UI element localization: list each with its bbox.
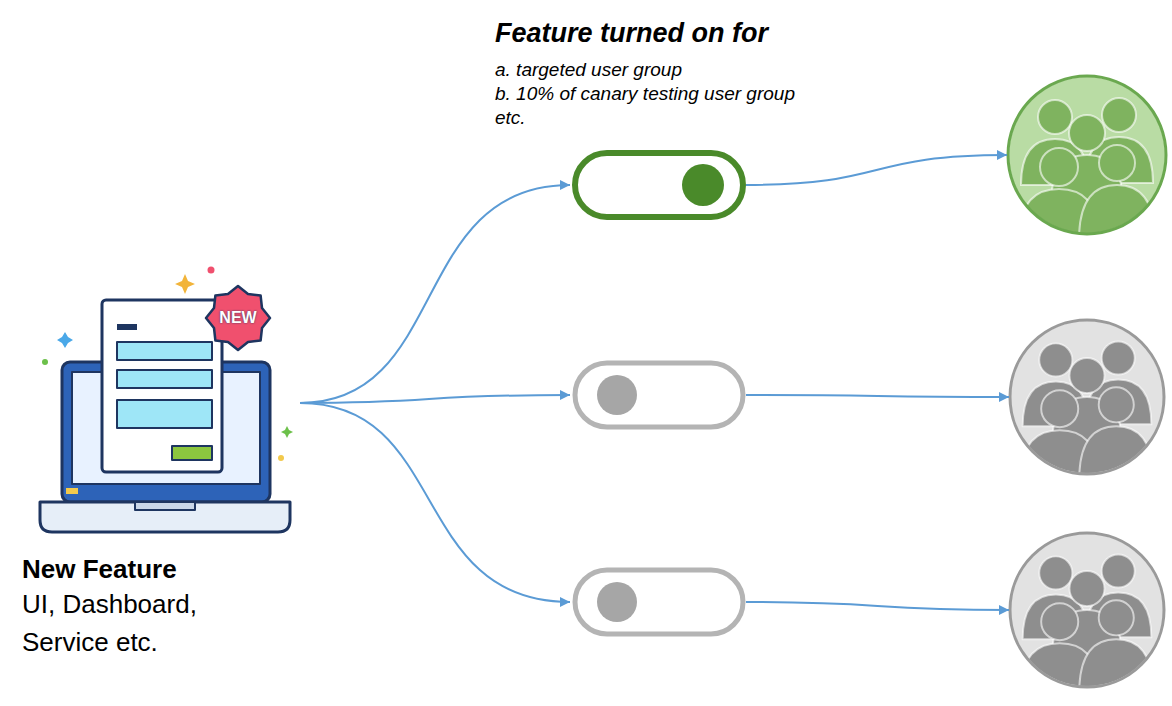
badge-text: NEW (219, 309, 256, 327)
user-group-node (1007, 75, 1167, 235)
user-group-active (1008, 76, 1166, 240)
node-heading: New Feature (22, 553, 177, 585)
node-body: a. targeted user group (495, 58, 682, 82)
flow-arrow (746, 602, 1009, 610)
toggle-node: Feature turned on fora. targeted user gr… (572, 150, 746, 220)
laptop-node: New FeatureUI, Dashboard, Service etc. (40, 265, 300, 532)
sparkles (42, 267, 293, 462)
user-group-node (1009, 532, 1165, 688)
user-group-inactive (1010, 320, 1164, 480)
node-body: UI, Dashboard, Service etc. (22, 585, 262, 661)
toggle-off (575, 570, 743, 634)
user-group-node (1009, 319, 1165, 475)
node-heading: Feature turned on for (495, 16, 768, 50)
user-group-inactive (1010, 533, 1164, 693)
toggle-off (575, 363, 743, 427)
flow-arrow (300, 185, 570, 403)
toggle-node (572, 567, 746, 637)
laptop-illustration (40, 286, 290, 532)
flow-arrow (300, 395, 570, 403)
flow-arrow (746, 155, 1007, 185)
node-body: b. 10% of canary testing user group etc. (495, 82, 795, 130)
flow-arrow (746, 395, 1009, 397)
toggle-node (572, 360, 746, 430)
flow-arrow (300, 403, 570, 602)
toggle-on (575, 153, 743, 217)
